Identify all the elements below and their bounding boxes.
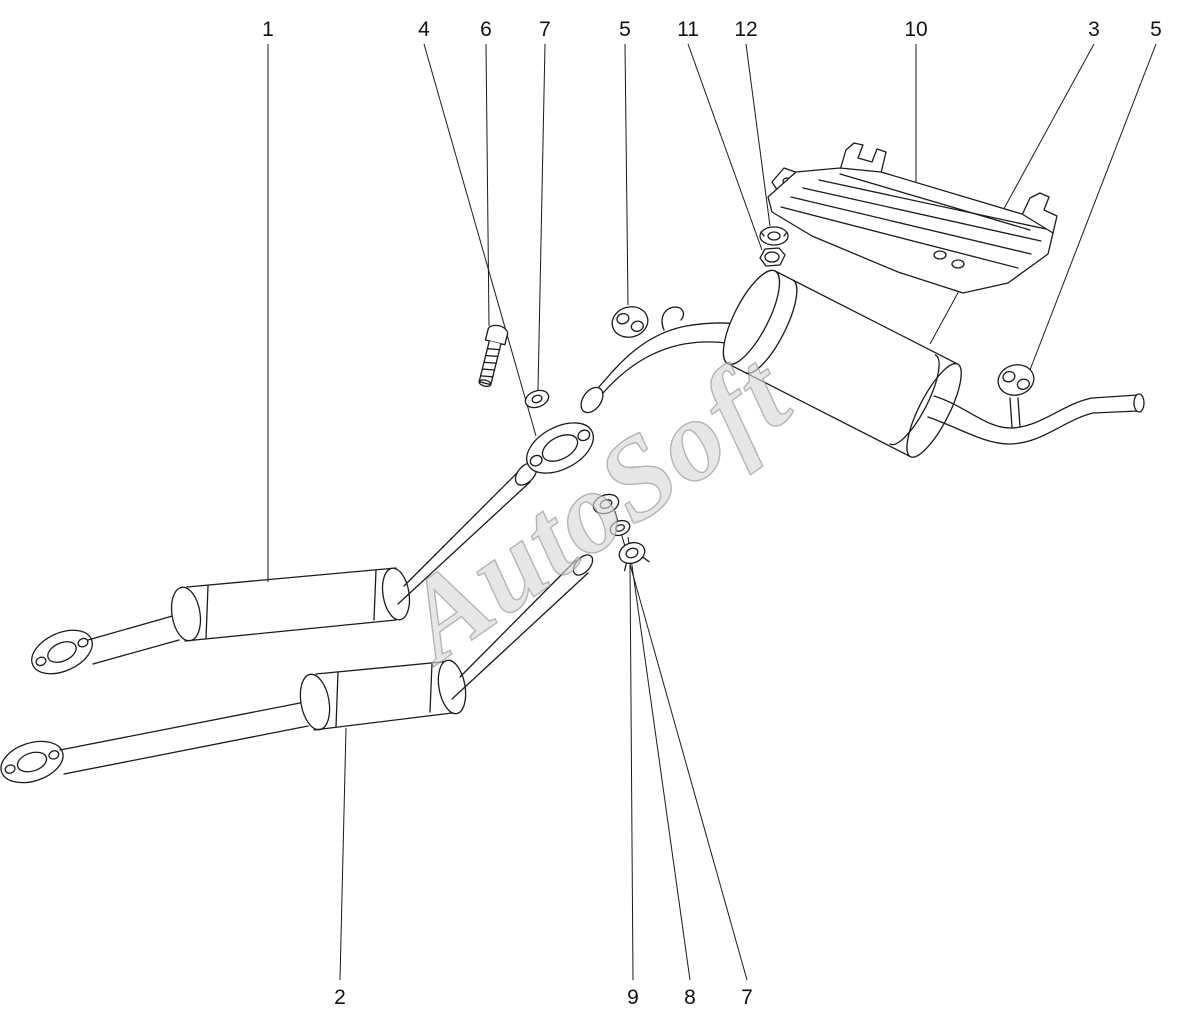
- callout-7a: 7: [539, 18, 551, 41]
- leader-line-3: [929, 43, 1095, 345]
- leader-line-8: [627, 536, 691, 981]
- callout-2: 2: [334, 986, 346, 1009]
- front-pipe-upper-part1: [31, 462, 538, 675]
- leader-line-6: [485, 43, 490, 327]
- muffler-part3: [580, 269, 1145, 458]
- clamp-part9: [618, 541, 650, 572]
- washer-part12: [759, 226, 789, 246]
- leader-line-9: [629, 563, 634, 981]
- bolt-part6: [478, 324, 509, 388]
- callout-3: 3: [1088, 18, 1100, 41]
- callout-4: 4: [418, 18, 430, 41]
- callout-7b: 7: [741, 986, 753, 1009]
- callout-12: 12: [734, 18, 758, 41]
- callout-10: 10: [904, 18, 928, 41]
- leader-line-11: [687, 43, 763, 251]
- gasket-ring-part7-joint: [592, 493, 620, 515]
- washer-part7-upper: [524, 389, 550, 409]
- callout-1: 1: [262, 18, 274, 41]
- leader-line-5b: [1029, 43, 1157, 371]
- leader-line-4: [423, 43, 537, 437]
- leader-line-5a: [624, 43, 629, 306]
- callout-9: 9: [627, 986, 639, 1009]
- flange-gasket-part4: [526, 422, 594, 474]
- leader-lines: [267, 43, 1157, 981]
- leader-line-12: [745, 43, 771, 227]
- washer-part8: [609, 519, 631, 537]
- hanger-part5-rear: [997, 364, 1035, 396]
- callout-6: 6: [480, 18, 492, 41]
- watermark: AutoSoft: [375, 328, 812, 687]
- front-pipe-lower-part2: [0, 554, 594, 784]
- callout-8: 8: [684, 986, 696, 1009]
- leader-line-2: [339, 727, 347, 981]
- heat-shield-part10: [767, 142, 1058, 294]
- nut-part11: [759, 247, 786, 267]
- callout-5b: 5: [1150, 18, 1162, 41]
- leader-line-7b: [614, 510, 748, 981]
- callout-11: 11: [677, 18, 699, 41]
- hanger-part5-front: [611, 306, 649, 338]
- callout-5a: 5: [619, 18, 631, 41]
- leader-line-7a: [537, 43, 546, 391]
